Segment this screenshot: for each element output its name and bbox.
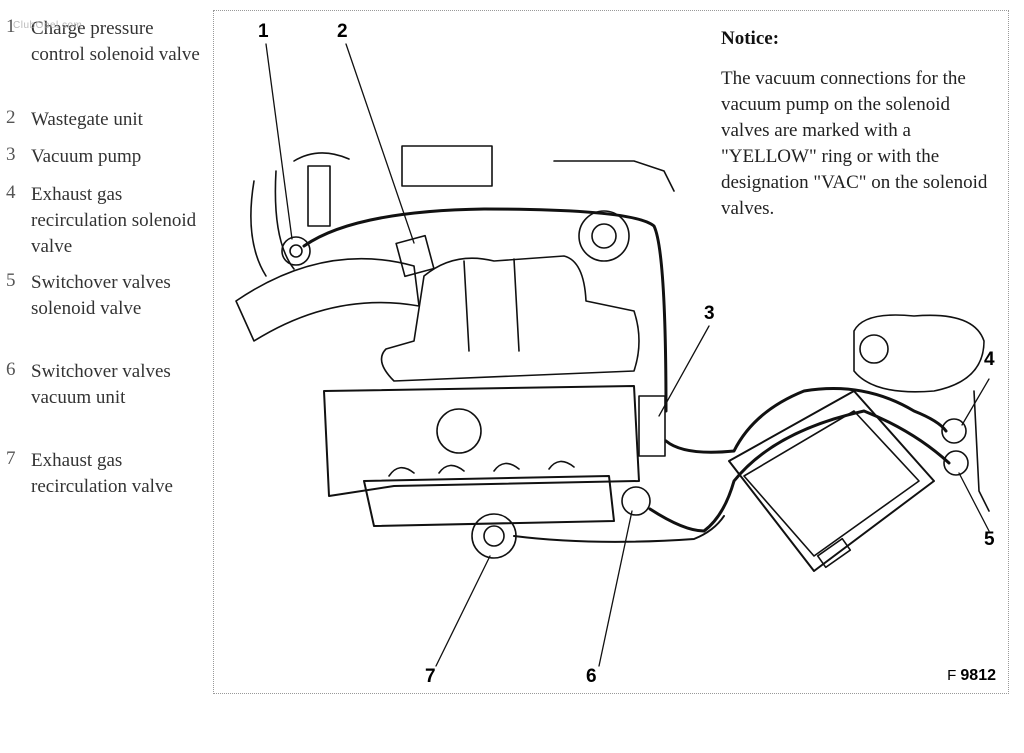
notice-title: Notice: [721,28,780,49]
wastegate-shape [395,234,435,278]
mounting-post [307,165,331,227]
leader-line-1 [265,43,293,240]
top-bracket [401,145,493,187]
legend-number: 6 [6,359,16,380]
legend-label: Switchover valves solenoid valve [31,272,171,319]
notice-box: Notice: The vacuum connections for the v… [721,26,1001,222]
callout-1: 1 [258,21,269,42]
callout-6: 6 [586,666,597,687]
vacuum-line-upper [302,207,668,413]
head-bore [436,408,482,454]
engine-diagram-figure: 1 2 3 4 5 6 7 Notice: The vacuum connect… [213,10,1009,694]
egr-valve-shape [471,513,517,559]
legend-label: Charge pressure control solenoid valve [31,18,200,65]
leader-line-4 [961,378,990,426]
leader-line-5 [958,472,990,532]
legend-label: Vacuum pump [31,146,142,167]
leader-line-6 [598,510,633,667]
legend-label: Exhaust gas recirculation valve [31,450,173,497]
leader-line-7 [435,555,491,667]
battery-box [728,390,935,572]
callout-3: 3 [704,303,715,324]
watermark-text: ClubOpel.com [13,20,83,31]
legend-number: 1 [6,16,16,37]
figure-code: F 9812 [947,667,996,685]
legend-number: 5 [6,270,16,291]
callout-2: 2 [337,21,348,42]
reservoir [853,314,985,393]
switchover-vacuum-unit-shape [621,486,651,516]
egr-solenoid-shape [941,418,967,444]
valve-cover [363,475,615,527]
watermark-logo: ClubOpel.com [13,20,82,31]
legend-label: Exhaust gas recirculation solenoid valve [31,184,197,257]
side-pump-shape [638,395,666,457]
switchover-solenoid-shape [943,450,969,476]
callout-5: 5 [984,529,995,550]
cylinder-head [323,385,640,497]
legend-number: 4 [6,182,16,203]
legend-number: 3 [6,144,16,165]
leader-line-2 [345,43,415,244]
legend-number: 2 [6,107,16,128]
engine-drawing [235,43,990,667]
figure-code-prefix: F [947,667,957,684]
intake-manifold [380,255,640,382]
charge-pressure-valve-shape [281,236,311,266]
legend-label: Wastegate unit [31,109,143,130]
legend-number: 7 [6,448,16,469]
notice-body: The vacuum connections for the vacuum pu… [721,68,988,219]
figure-code-number: 9812 [960,667,996,684]
legend-label: Switchover valves vacuum unit [31,361,171,408]
bracket-line [250,170,295,277]
vacuum-pump-shape [578,210,630,262]
vacuum-line-lower [648,409,951,533]
callout-7: 7 [425,666,436,687]
leader-line-3 [658,325,710,417]
callout-4: 4 [984,349,995,370]
vacuum-line-right [664,387,948,454]
